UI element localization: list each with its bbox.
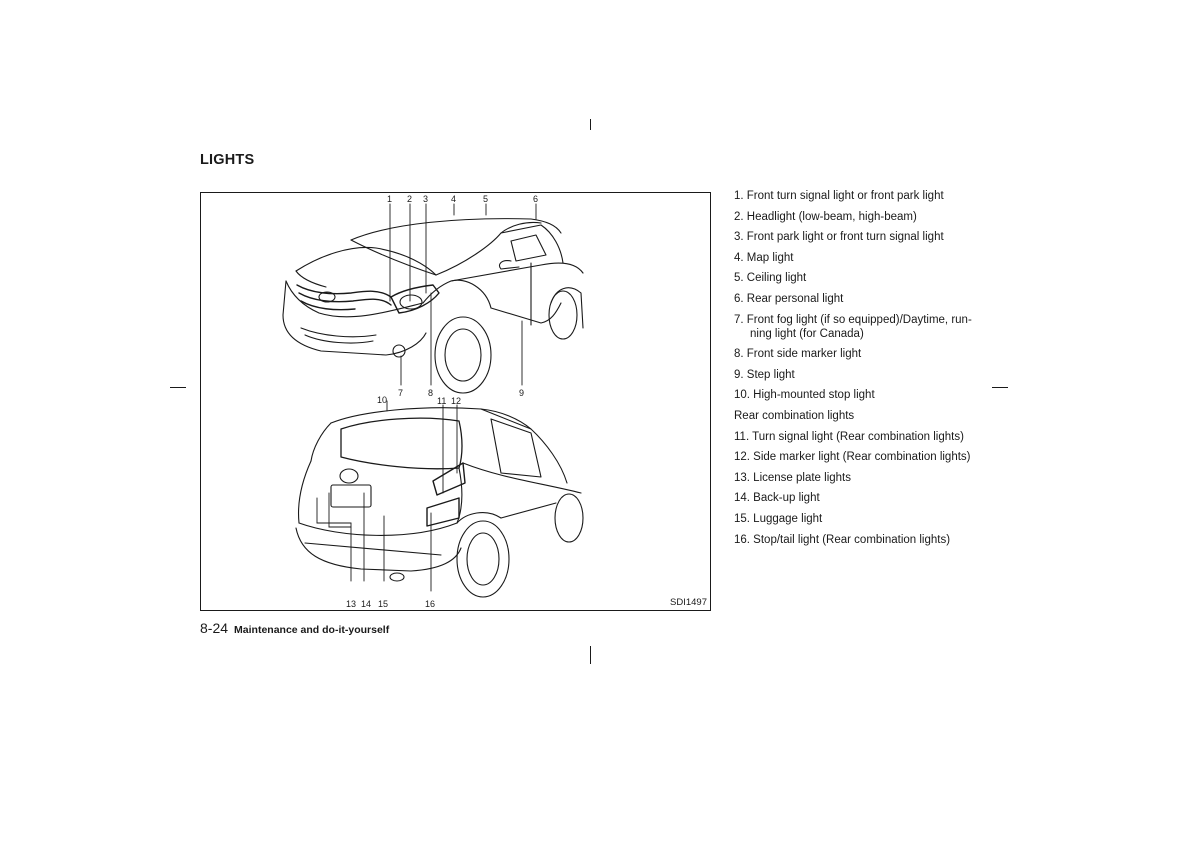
callout-4: 4 [451,194,456,204]
list-item: 12. Side marker light (Rear combination … [734,451,971,464]
crop-mark-top [590,119,591,130]
list-item: 13. License plate lights [734,471,851,484]
callout-labels: 1 2 3 4 5 6 7 8 9 10 11 12 13 14 15 16 [346,194,538,609]
callout-9: 9 [519,388,524,398]
callout-8: 8 [428,388,433,398]
callout-10: 10 [377,395,387,405]
front-leader-lines [389,203,537,386]
callout-12: 12 [451,396,461,406]
callout-11: 11 [437,396,446,406]
list-subheading: Rear combination lights [734,409,855,422]
vehicle-drawing: 1 2 3 4 5 6 7 8 9 10 11 12 13 14 15 16 [282,194,584,609]
callout-2: 2 [407,194,412,204]
callout-6: 6 [533,194,538,204]
list-item: 14. Back-up light [734,492,820,505]
page-title: LIGHTS [200,152,255,168]
lights-illustration: 1 2 3 4 5 6 7 8 9 10 11 12 13 14 15 16 S… [200,192,711,611]
crop-mark-bottom [590,646,591,664]
list-item: 11. Turn signal light (Rear combination … [734,430,964,443]
crop-mark-right [992,387,1008,388]
list-item: 4. Map light [734,251,794,264]
list-item: 7. Front fog light (if so equipped)/Dayt… [734,313,972,340]
callout-7: 7 [398,388,403,398]
page-footer: 8-24 Maintenance and do-it-yourself [200,620,389,636]
list-item: 10. High-mounted stop light [734,389,875,402]
figure-code: SDI1497 [670,597,707,608]
list-item: 9. Step light [734,368,795,381]
callout-3: 3 [423,194,428,204]
callout-15: 15 [378,599,388,609]
list-item: 5. Ceiling light [734,272,807,285]
rear-vehicle-outline [295,407,584,598]
callout-13: 13 [346,599,356,609]
list-item: 2. Headlight (low-beam, high-beam) [734,210,917,223]
callout-16: 16 [425,599,435,609]
list-item: 3. Front park light or front turn signal… [734,231,944,244]
list-item: 6. Rear personal light [734,292,844,305]
callout-5: 5 [483,194,488,204]
crop-mark-left [170,387,186,388]
section-name: Maintenance and do-it-yourself [234,624,390,636]
callout-1: 1 [387,194,392,204]
page-number: 8-24 [200,620,229,636]
list-item: 1. Front turn signal light or front park… [734,190,944,202]
callout-14: 14 [361,599,371,609]
front-vehicle-outline [282,218,584,394]
list-item: 8. Front side marker light [734,348,862,361]
rear-leader-lines [316,400,458,592]
list-item: 16. Stop/tail light (Rear combination li… [734,533,951,546]
lights-list: 1. Front turn signal light or front park… [734,189,989,553]
list-item: 15. Luggage light [734,512,823,525]
